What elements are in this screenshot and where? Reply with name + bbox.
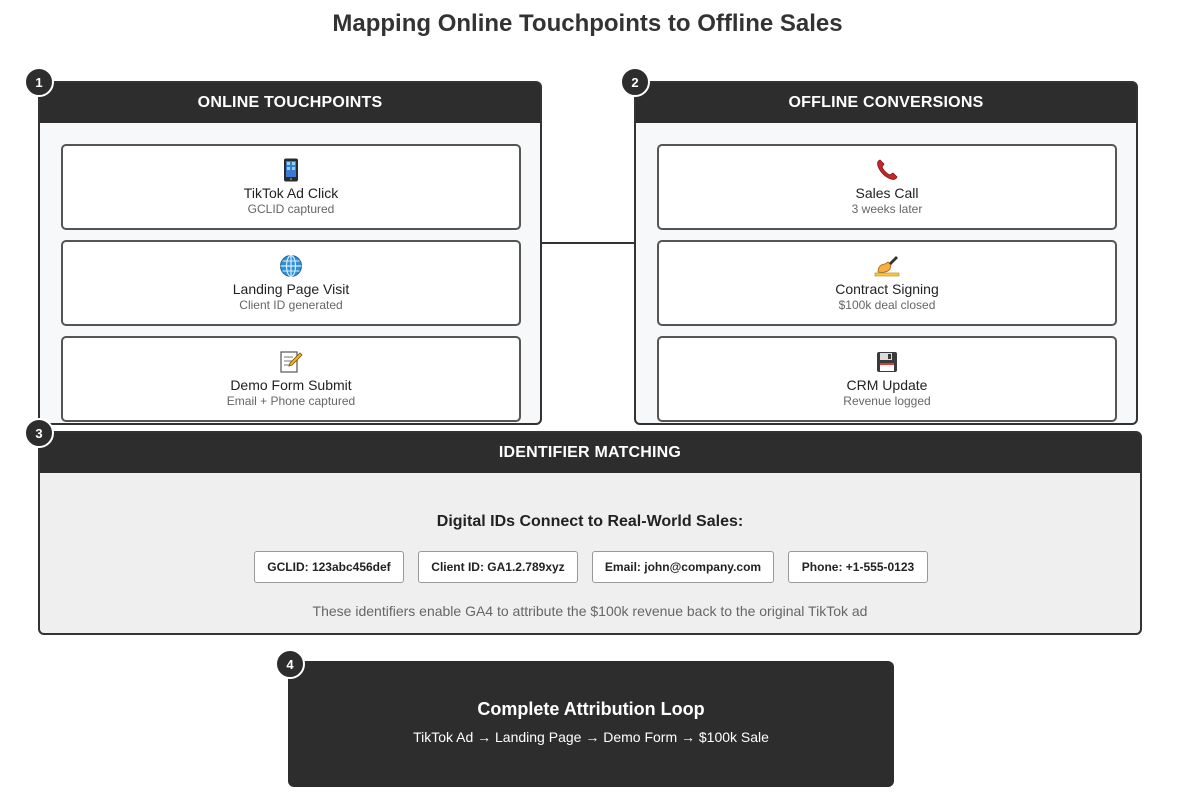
conversion-card-contract-signing: Contract Signing $100k deal closed <box>657 240 1117 326</box>
conversion-card-crm-update: CRM Update Revenue logged <box>657 336 1117 422</box>
step-badge-1: 1 <box>24 67 54 97</box>
telephone-receiver-icon <box>659 158 1115 184</box>
step-badge-4: 4 <box>275 649 305 679</box>
matching-note: These identifiers enable GA4 to attribut… <box>312 603 868 619</box>
online-touchpoints-header: ONLINE TOUCHPOINTS <box>40 83 540 123</box>
writing-hand-icon <box>659 254 1115 280</box>
floppy-disk-icon <box>659 350 1115 376</box>
card-title: Contract Signing <box>835 281 939 297</box>
attribution-loop-flow: TikTok Ad → Landing Page → Demo Form → $… <box>413 729 769 745</box>
identifier-chip-client-id: Client ID: GA1.2.789xyz <box>418 551 578 583</box>
identifier-chip-email: Email: john@company.com <box>592 551 774 583</box>
card-title: Sales Call <box>855 185 919 201</box>
card-subtitle: 3 weeks later <box>851 202 923 216</box>
touchpoint-card-demo-form-submit: Demo Form Submit Email + Phone captured <box>61 336 521 422</box>
step-badge-2: 2 <box>620 67 650 97</box>
card-title: Demo Form Submit <box>230 377 352 393</box>
attribution-loop-panel: Complete Attribution Loop TikTok Ad → La… <box>288 661 894 787</box>
matching-heading: Digital IDs Connect to Real-World Sales: <box>436 513 744 530</box>
mobile-phone-icon <box>63 158 519 184</box>
card-subtitle: Revenue logged <box>843 394 931 408</box>
attribution-loop-title: Complete Attribution Loop <box>477 699 705 719</box>
identifier-matching-header: IDENTIFIER MATCHING <box>40 433 1140 473</box>
offline-conversions-header: OFFLINE CONVERSIONS <box>636 83 1136 123</box>
identifier-chip-phone: Phone: +1-555-0123 <box>788 551 928 583</box>
card-subtitle: $100k deal closed <box>838 298 936 312</box>
connector-line <box>540 242 637 244</box>
memo-icon <box>63 350 519 376</box>
card-subtitle: Client ID generated <box>239 298 343 312</box>
online-touchpoints-panel: ONLINE TOUCHPOINTS TikTok Ad Click GCLID… <box>38 81 542 425</box>
identifier-chip-gclid: GCLID: 123abc456def <box>254 551 404 583</box>
card-subtitle: Email + Phone captured <box>226 394 356 408</box>
conversion-card-sales-call: Sales Call 3 weeks later <box>657 144 1117 230</box>
touchpoint-card-tiktok-ad-click: TikTok Ad Click GCLID captured <box>61 144 521 230</box>
globe-icon <box>63 254 519 280</box>
card-title: Landing Page Visit <box>232 281 350 297</box>
step-badge-3: 3 <box>24 418 54 448</box>
card-title: CRM Update <box>846 377 928 393</box>
card-title: TikTok Ad Click <box>243 185 339 201</box>
page-title: Mapping Online Touchpoints to Offline Sa… <box>332 10 843 37</box>
card-subtitle: GCLID captured <box>247 202 335 216</box>
identifier-matching-panel: IDENTIFIER MATCHING Digital IDs Connect … <box>38 431 1142 635</box>
offline-conversions-panel: OFFLINE CONVERSIONS Sales Call 3 weeks l… <box>634 81 1138 425</box>
touchpoint-card-landing-page-visit: Landing Page Visit Client ID generated <box>61 240 521 326</box>
